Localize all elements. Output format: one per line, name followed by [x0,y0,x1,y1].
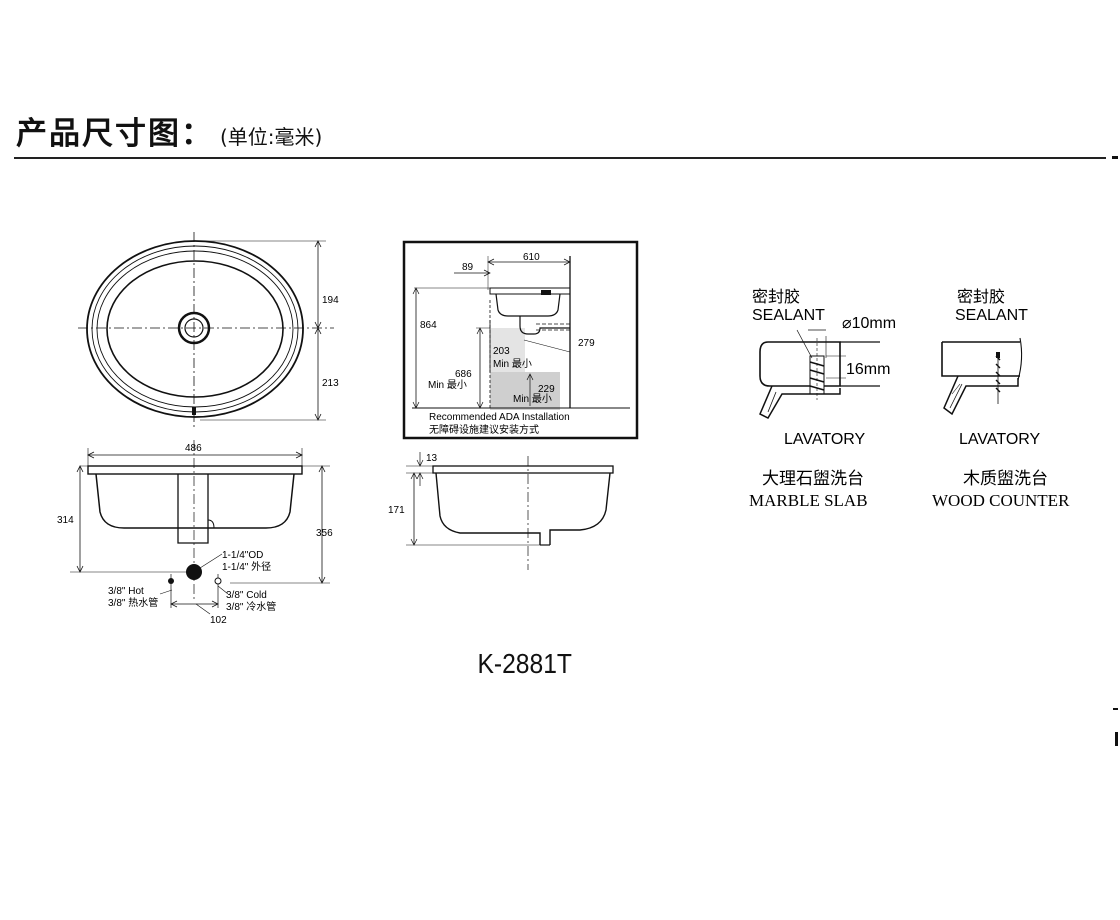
edge-mark-top [1112,156,1118,159]
edge-mark-low [1115,732,1118,746]
marble-lavatory: LAVATORY [784,431,866,448]
hot-supply-marker [168,578,174,584]
dim-314: 314 [57,515,74,526]
rim-line-2 [91,245,299,413]
ada-dim-686: 686 [455,369,472,380]
ada-caption-cn: 无障碍设施建议安装方式 [429,423,539,436]
dim-213: 213 [322,378,339,389]
ada-dim-229: 229 [538,384,555,395]
marble-sealant-cn: 密封胶 [752,287,800,306]
model-number-block: K-2881T [0,648,1120,680]
unit-label: (单位:毫米) [220,125,323,149]
ada-caption-en: Recommended ADA Installation [429,412,570,423]
side-basin [435,472,541,545]
dim-486: 486 [185,443,202,454]
wood-counter [941,341,1020,377]
header-divider [14,157,1106,159]
ada-knee-area [490,328,525,372]
overflow-slot [192,407,196,415]
dim-194: 194 [322,295,339,306]
ada-min-203: Min 最小 [493,358,532,370]
marble-name-en: MARBLE SLAB [749,491,868,510]
ada-dim-203: 203 [493,346,510,357]
wood-sealant-en: SEALANT [955,307,1028,324]
drain-pipe-marker [186,564,202,580]
front-basin [95,473,295,529]
cold-supply-marker [214,577,222,585]
hot-en-label: 3/8" Hot [108,586,144,597]
edge-mark-mid [1113,708,1118,710]
ada-panel [402,240,639,440]
drain-od-label: 1-1/4"OD [222,550,263,561]
cold-cn-label: 3/8" 冷水管 [226,600,276,613]
side-dim-13: 13 [426,453,438,464]
page-header: 产品尺寸图： (单位:毫米) [16,108,322,153]
hot-cn-label: 3/8" 热水管 [108,596,158,609]
marble-depth: 16mm [846,361,890,378]
front-rim [87,465,303,475]
ada-frame [402,240,639,440]
ada-clearance-area [490,372,560,410]
side-dim-171: 171 [388,505,405,516]
front-view [70,440,330,615]
rim-line-3 [96,250,294,408]
basin-edge [106,260,284,398]
marble-detail [759,329,880,419]
drain-cn-label: 1-1/4" 外径 [222,560,271,573]
outer-rim [86,240,304,418]
cold-en-label: 3/8" Cold [226,590,267,601]
marble-name-cn: 大理石盥洗台 [762,469,864,489]
ada-dim-864: 864 [420,320,437,331]
wood-name-cn: 木质盥洗台 [963,469,1048,489]
wood-sealant-cn: 密封胶 [957,287,1005,306]
marble-diameter: ⌀10mm [842,315,896,332]
marble-lavatory-rim [759,385,841,419]
dim-102: 102 [210,615,227,626]
wood-name-en: WOOD COUNTER [932,491,1070,510]
ada-dim-279: 279 [578,338,595,349]
top-view [78,232,334,430]
wood-detail [941,337,1023,416]
marble-sealant-en: SEALANT [752,307,825,324]
drain-body [177,474,209,544]
ada-min-686: Min 最小 [428,379,467,391]
marble-slab [759,341,841,387]
side-rim [432,465,614,474]
model-number: K-2881T [477,648,573,679]
wood-lavatory: LAVATORY [959,431,1041,448]
ada-min-229: Min 最小 [513,393,552,405]
wood-lavatory-rim [943,375,1019,416]
ada-dim-89: 89 [462,262,474,273]
side-view [406,452,614,570]
page-title: 产品尺寸图： [16,116,214,152]
dim-356: 356 [316,528,333,539]
ada-dim-610: 610 [523,252,540,263]
